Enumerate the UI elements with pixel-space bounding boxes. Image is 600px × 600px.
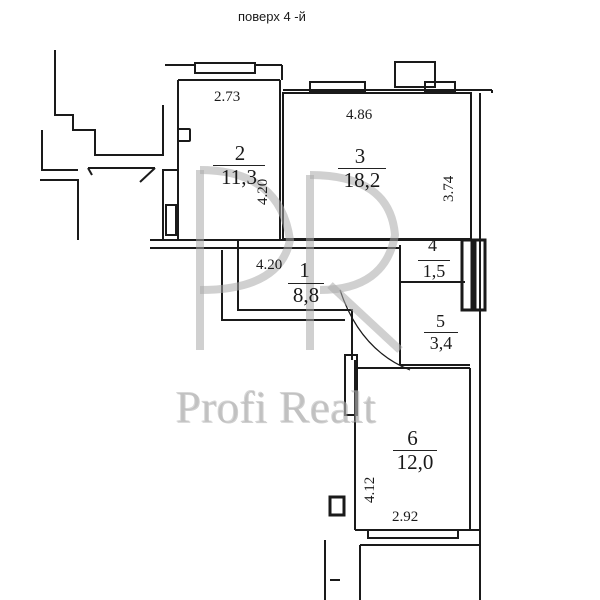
floor-title: поверх 4 -й <box>238 9 306 24</box>
room3-width-dim: 4.86 <box>346 107 373 123</box>
room3-area: 18,2 <box>338 168 386 191</box>
room2-area: 11,3 <box>213 165 265 188</box>
room4-area: 1,5 <box>418 260 450 280</box>
room2-length-dim: 4.20 <box>255 178 271 205</box>
room2-number: 2 <box>234 141 246 165</box>
room2-width-dim: 2.73 <box>214 89 241 105</box>
room3-length-dim: 3.74 <box>441 175 457 202</box>
room5-number: 5 <box>436 311 445 331</box>
room1-area: 8,8 <box>288 283 324 306</box>
room6-number: 6 <box>407 426 418 450</box>
room6-area: 12,0 <box>393 450 437 473</box>
room3-number: 3 <box>354 144 366 168</box>
room5-area: 3,4 <box>424 332 458 352</box>
room6-width-dim: 2.92 <box>392 509 419 525</box>
room4-number: 4 <box>428 235 437 255</box>
room6-length-dim: 4.12 <box>362 476 378 503</box>
watermark-text: Profi Realt <box>175 381 376 432</box>
room1-number: 1 <box>299 258 310 282</box>
boiler-icon <box>177 128 191 142</box>
room1-length-dim: 4.20 <box>256 257 283 273</box>
